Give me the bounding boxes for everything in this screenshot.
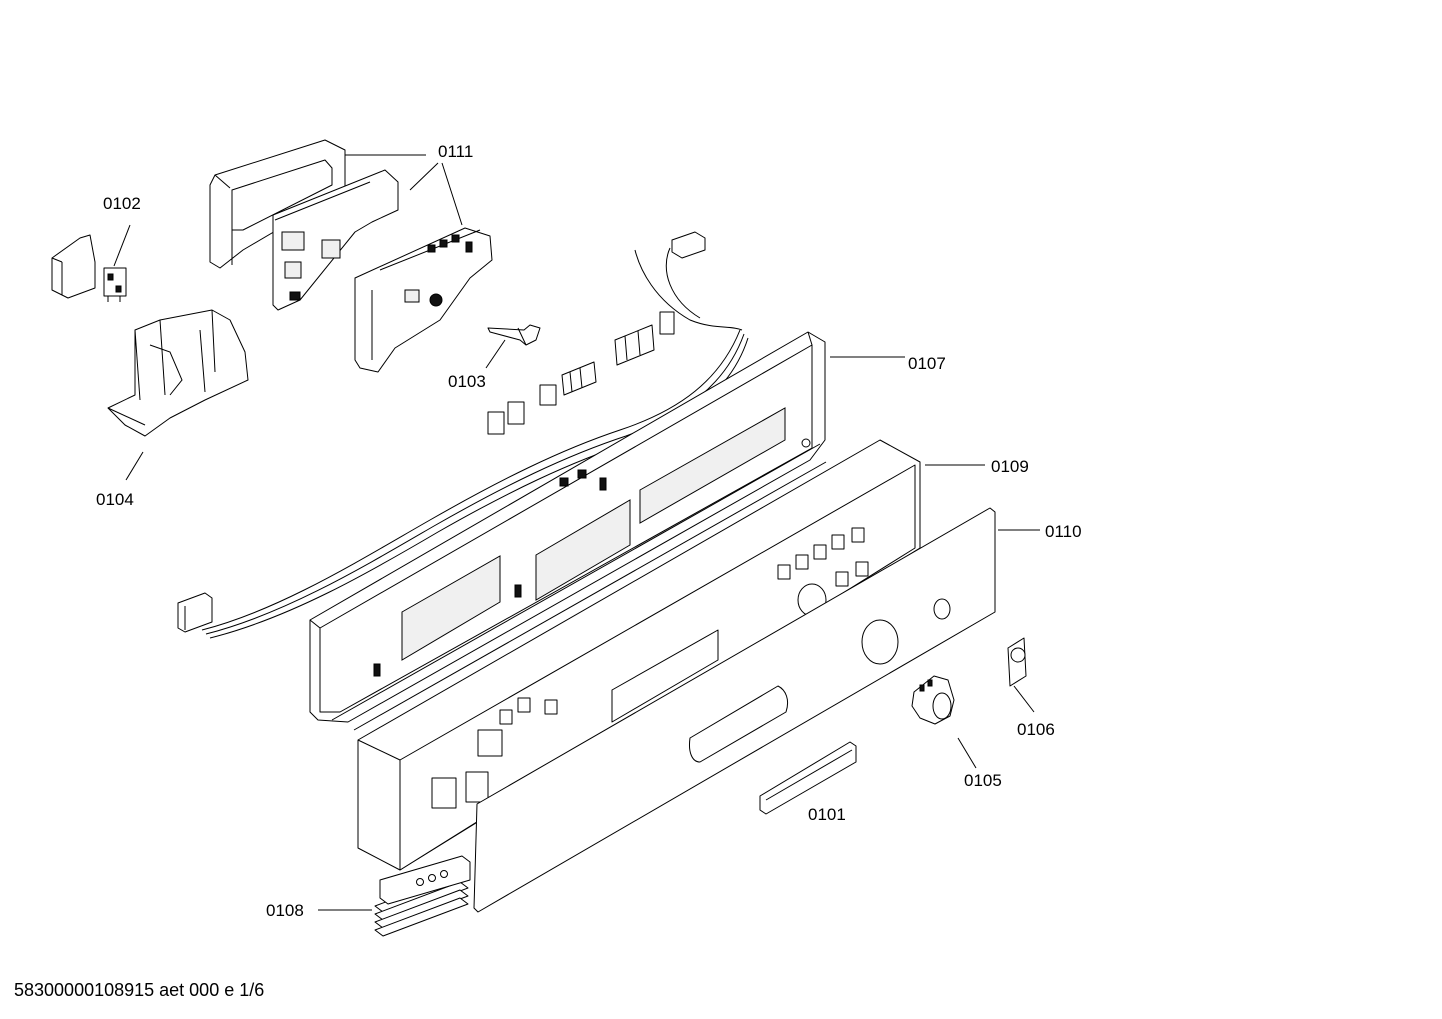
part-0107-inner-frame[interactable] — [309, 331, 905, 731]
part-0108-plates[interactable] — [318, 855, 471, 937]
part-0110-front-panel[interactable] — [473, 507, 1040, 913]
callout-0108: 0108 — [266, 901, 304, 920]
callout-0109: 0109 — [991, 457, 1029, 476]
callout-0102: 0102 — [103, 194, 141, 213]
part-0102-clip[interactable] — [51, 224, 131, 302]
callout-0110: 0110 — [1045, 522, 1082, 541]
callout-0111: 0111 — [438, 142, 474, 161]
document-id: 58300000108915 aet 000 e 1/6 — [14, 980, 265, 1000]
part-0106-switch[interactable] — [1007, 637, 1035, 713]
part-0101-strip[interactable] — [759, 741, 857, 815]
callout-0104: 0104 — [96, 490, 134, 509]
callout-0105: 0105 — [964, 771, 1002, 790]
callout-0103: 0103 — [448, 372, 486, 391]
callout-0101: 0101 — [808, 805, 846, 824]
callout-0107: 0107 — [908, 354, 946, 373]
part-0111-control-module[interactable] — [209, 139, 493, 373]
callout-0106: 0106 — [1017, 720, 1055, 739]
part-0103-pin[interactable] — [485, 324, 541, 369]
part-0105-knob[interactable] — [911, 675, 977, 769]
part-0104-bracket[interactable] — [107, 309, 249, 481]
